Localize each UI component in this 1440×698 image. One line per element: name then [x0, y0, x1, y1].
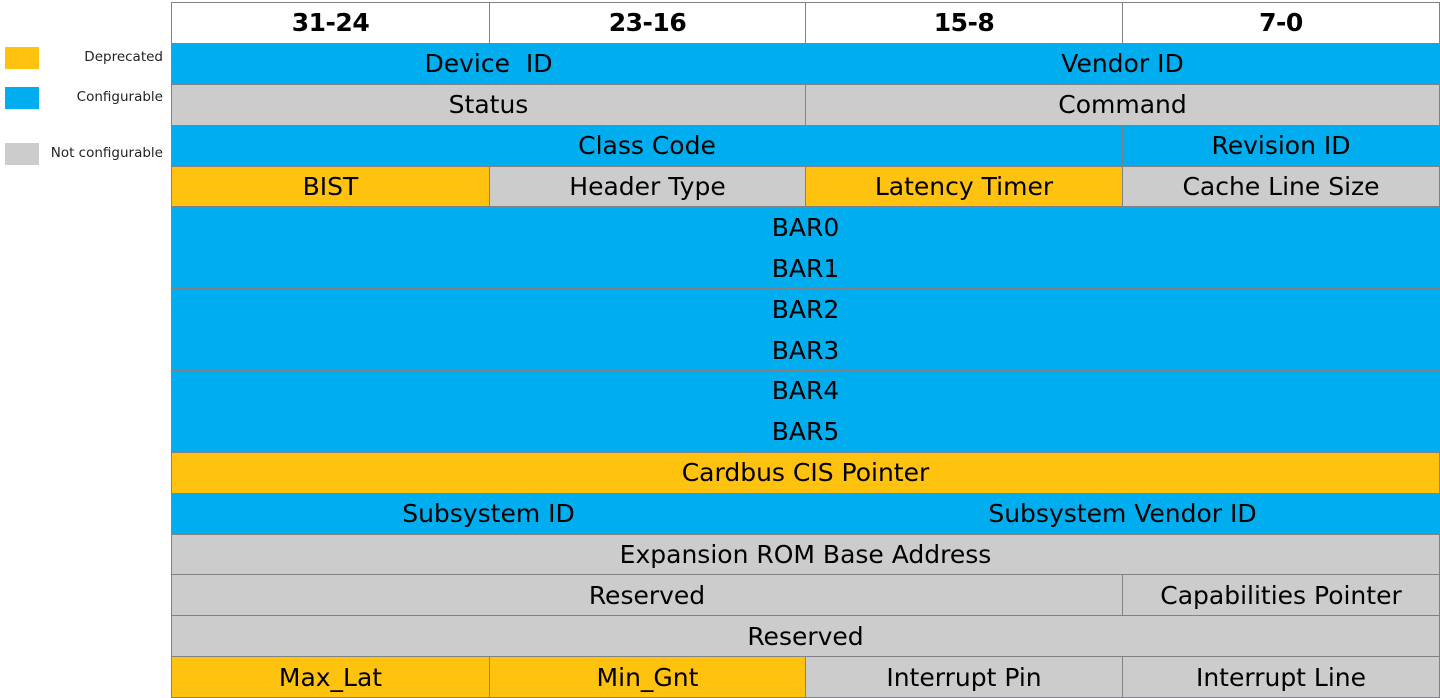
register-field-revision-id: Revision ID: [1122, 124, 1440, 167]
register-field-bar0: BAR0: [171, 206, 1440, 249]
register-field-max-lat: Max_Lat: [171, 656, 490, 698]
legend-item-configurable: Configurable: [0, 86, 171, 110]
register-field-bar3: BAR3: [171, 329, 1440, 372]
legend-swatch-not-configurable: [5, 143, 39, 165]
register-field-latency-timer: Latency Timer: [805, 165, 1123, 208]
register-row: Cardbus CIS Pointer: [171, 451, 1440, 494]
register-field-vendor-id: Vendor ID: [805, 42, 1440, 85]
register-field-class-code: Class Code: [171, 124, 1123, 167]
register-row: Expansion ROM Base Address: [171, 533, 1440, 576]
register-field-bar1: BAR1: [171, 247, 1440, 290]
register-field-bar4: BAR4: [171, 370, 1440, 412]
register-row: BAR1: [171, 247, 1440, 290]
register-row: BAR2: [171, 288, 1440, 331]
register-row: BAR4: [171, 370, 1440, 412]
register-field-cache-line-size: Cache Line Size: [1122, 165, 1440, 208]
register-field-subsystem-vendor-id: Subsystem Vendor ID: [805, 492, 1440, 535]
legend-label-configurable: Configurable: [76, 89, 163, 106]
register-row: Reserved: [171, 615, 1440, 658]
legend-swatch-deprecated: [5, 47, 39, 69]
register-field-bist: BIST: [171, 165, 490, 208]
column-header-7-0: 7-0: [1122, 2, 1440, 44]
register-field-command: Command: [805, 83, 1440, 126]
register-field-interrupt-pin: Interrupt Pin: [805, 656, 1123, 698]
register-field-device-id: Device ID: [171, 42, 806, 85]
register-field-capabilities-pointer: Capabilities Pointer: [1122, 574, 1440, 617]
register-row: BAR0: [171, 206, 1440, 249]
register-field-cardbus-cis-pointer: Cardbus CIS Pointer: [171, 451, 1440, 494]
register-field-reserved: Reserved: [171, 574, 1123, 617]
register-field-reserved: Reserved: [171, 615, 1440, 658]
register-row: BAR3: [171, 329, 1440, 372]
register-field-interrupt-line: Interrupt Line: [1122, 656, 1440, 698]
register-field-min-gnt: Min_Gnt: [489, 656, 806, 698]
register-field-bar2: BAR2: [171, 288, 1440, 331]
register-field-expansion-rom-base-address: Expansion ROM Base Address: [171, 533, 1440, 576]
legend-label-not-configurable: Not configurable: [50, 145, 163, 162]
register-field-header-type: Header Type: [489, 165, 806, 208]
column-header-15-8: 15-8: [805, 2, 1123, 44]
register-field-subsystem-id: Subsystem ID: [171, 492, 806, 535]
legend-item-not-configurable: Not configurable: [0, 142, 171, 166]
legend-item-deprecated: Deprecated: [0, 46, 171, 70]
column-header-31-24: 31-24: [171, 2, 490, 44]
register-field-status: Status: [171, 83, 806, 126]
register-field-bar5: BAR5: [171, 410, 1440, 453]
register-row: BAR5: [171, 410, 1440, 453]
legend-swatch-configurable: [5, 87, 39, 109]
legend-label-deprecated: Deprecated: [84, 49, 163, 66]
column-header-23-16: 23-16: [489, 2, 806, 44]
